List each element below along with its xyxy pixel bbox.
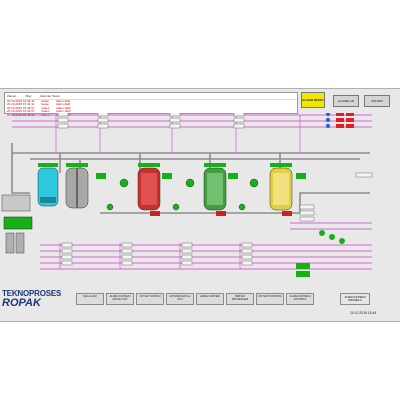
alarm-col-event: Olay — [25, 94, 32, 98]
nav-button-4[interactable]: AKTARIM MAYALI SIVI — [166, 293, 194, 305]
alarm-desc: Alarm Aktif — [55, 99, 71, 103]
nav-button-3[interactable]: CIP SET ÜNİTESİ — [136, 293, 164, 305]
process-pipes — [11, 143, 370, 214]
logo-line-2: ROPAK — [2, 297, 41, 309]
alarm-desc: Alarm Aktif — [56, 109, 71, 114]
alarm-row[interactable]: 20.10.2015 15:44:11 Gelen Alarm Aktif — [5, 99, 297, 103]
alarm-desc: Alarm Aktif — [55, 102, 71, 107]
alarm-event: Gelen — [41, 109, 50, 114]
red-status — [150, 211, 292, 216]
company-logo: TEKNOPROSES ROPAK — [2, 289, 70, 319]
alarm-list[interactable]: Zaman Olay Alarmlar Tanım 20.10.2015 15:… — [4, 92, 298, 116]
nav-button-7[interactable]: CIP SETİ KONTROL — [256, 293, 284, 305]
alarm-time: 20.10.2015 15:44:11 — [7, 99, 35, 103]
alarms-button[interactable]: ALARMLAR — [333, 95, 359, 107]
nav-button-right[interactable]: ALMAN FİLTRESİ PROSES 3 — [340, 293, 370, 305]
right-valves[interactable] — [296, 172, 373, 277]
nav-button-5[interactable]: ARAMA ÜNİTESİ — [196, 293, 224, 305]
alarm-desc: Alarm Aktif — [56, 105, 71, 110]
alarm-row[interactable]: 20.10.2015 15:44:11 Gelen Alarm Aktif — [5, 103, 297, 106]
alarm-row[interactable]: 20.10.2015 15:43:57 Gelen Alarm Aktif — [5, 105, 297, 110]
alarm-event: Gelen — [41, 99, 50, 103]
alarm-event: Gelen — [41, 102, 50, 107]
tag-boxes — [57, 113, 253, 266]
alarm-time: 20.10.2015 15:43:57 — [7, 105, 35, 110]
tank-4[interactable] — [203, 163, 227, 211]
green-status — [96, 173, 306, 179]
nav-button-1[interactable]: KEG ALANI — [76, 293, 104, 305]
magenta-header-lines — [12, 114, 372, 270]
tank-5[interactable] — [269, 163, 293, 211]
logo-line-1: TEKNOPROSES — [2, 289, 62, 298]
tank-2[interactable] — [65, 163, 89, 209]
blue-valves — [325, 113, 331, 129]
clock-display: 20.10.2015 15:44 — [350, 311, 377, 315]
nav-button-8[interactable]: ALMAN FİLTRESİ KONTROL — [286, 293, 314, 305]
tank-3[interactable] — [137, 163, 161, 211]
alarm-time: 20.10.2015 15:43:57 — [7, 109, 35, 114]
scada-screen: Zaman Olay Alarmlar Tanım 20.10.2015 15:… — [0, 88, 400, 322]
nav-button-6[interactable]: BİRİKİM PROSESLERİ — [226, 293, 254, 305]
pumps[interactable] — [106, 178, 259, 211]
tank-1[interactable] — [37, 163, 59, 207]
magenta-risers — [55, 115, 301, 269]
alarm-reset-button[interactable]: ALARM RESET — [301, 92, 325, 108]
process-diagram — [1, 113, 373, 277]
alarm-time: 20.10.2015 15:44:11 — [7, 102, 35, 107]
system-button[interactable]: SİSTEM — [364, 95, 390, 107]
alarm-row[interactable]: 20.10.2015 15:43:57 Gelen Alarm Aktif — [5, 110, 297, 113]
alarm-col-desc: Alarmlar Tanım — [40, 94, 61, 98]
alarm-col-time: Zaman — [7, 94, 17, 98]
alarm-event: Gelen — [41, 105, 50, 110]
red-indicators — [336, 113, 354, 128]
alarm-list-header: Zaman Olay Alarmlar Tanım — [5, 93, 297, 100]
left-unit[interactable] — [1, 194, 33, 254]
nav-button-2[interactable]: ALMAN FİLTRESİ MAYALI SIVI — [106, 293, 134, 305]
